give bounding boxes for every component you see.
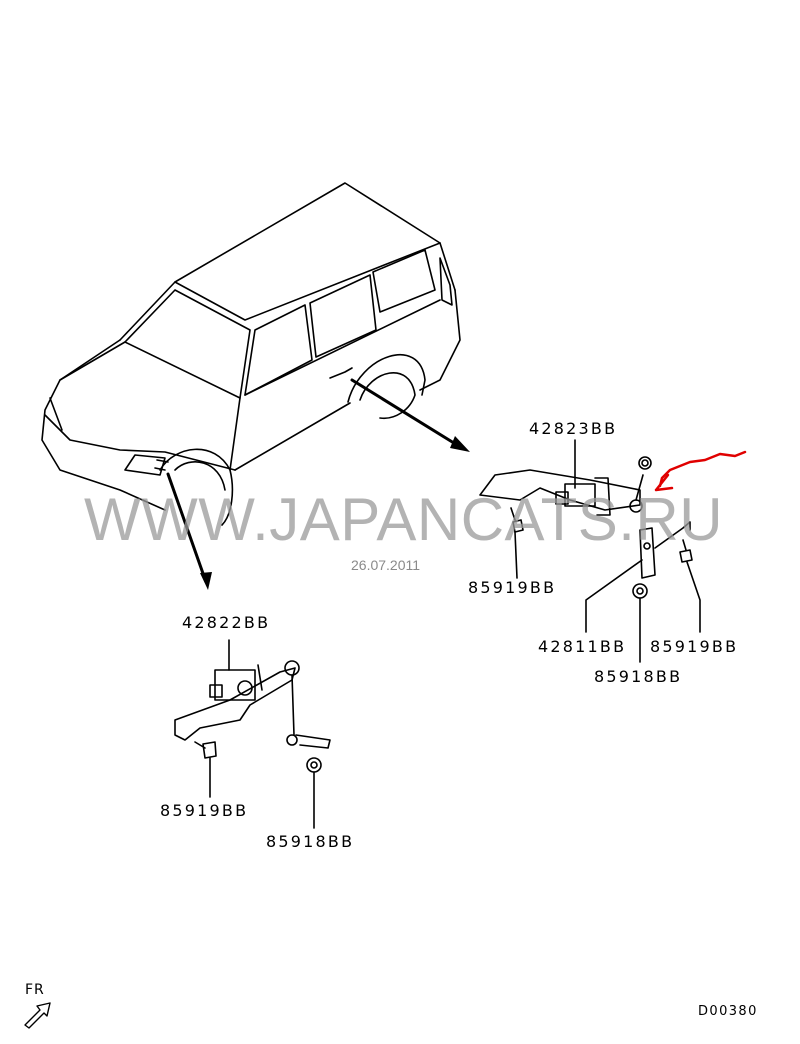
nut-icon: [306, 757, 322, 773]
front-height-sensor: [174, 639, 331, 829]
nut-icon: [638, 456, 652, 470]
rear-height-sensor: [479, 439, 701, 663]
nut-icon: [632, 583, 648, 599]
front-direction-arrow-icon: [24, 1002, 51, 1029]
diagram-date: 26.07.2011: [351, 557, 421, 573]
pointer-arrows: [166, 378, 464, 584]
part-label-42822BB[interactable]: 42822BB: [182, 613, 271, 632]
rear-arrow-head: [450, 436, 470, 452]
annotation-arrow: [658, 450, 747, 488]
part-label-rear-nut[interactable]: 85918BB: [594, 667, 683, 686]
front-direction-label: FR: [25, 982, 45, 998]
part-label-42823BB[interactable]: 42823BB: [529, 419, 618, 438]
watermark: WWW.JAPANCATS.RU: [84, 486, 724, 553]
vehicle-outline: [41, 182, 461, 526]
annotation-arrow-head: [654, 473, 674, 492]
part-label-front-bolt[interactable]: 85919BB: [160, 801, 249, 820]
part-label-rear-bolt-right[interactable]: 85919BB: [650, 637, 739, 656]
part-label-rear-bolt-left[interactable]: 85919BB: [468, 578, 557, 597]
part-label-42811BB[interactable]: 42811BB: [538, 637, 627, 656]
part-label-front-nut[interactable]: 85918BB: [266, 832, 355, 851]
front-arrow-head: [200, 572, 212, 590]
diagram-code: D00380: [698, 1004, 758, 1019]
